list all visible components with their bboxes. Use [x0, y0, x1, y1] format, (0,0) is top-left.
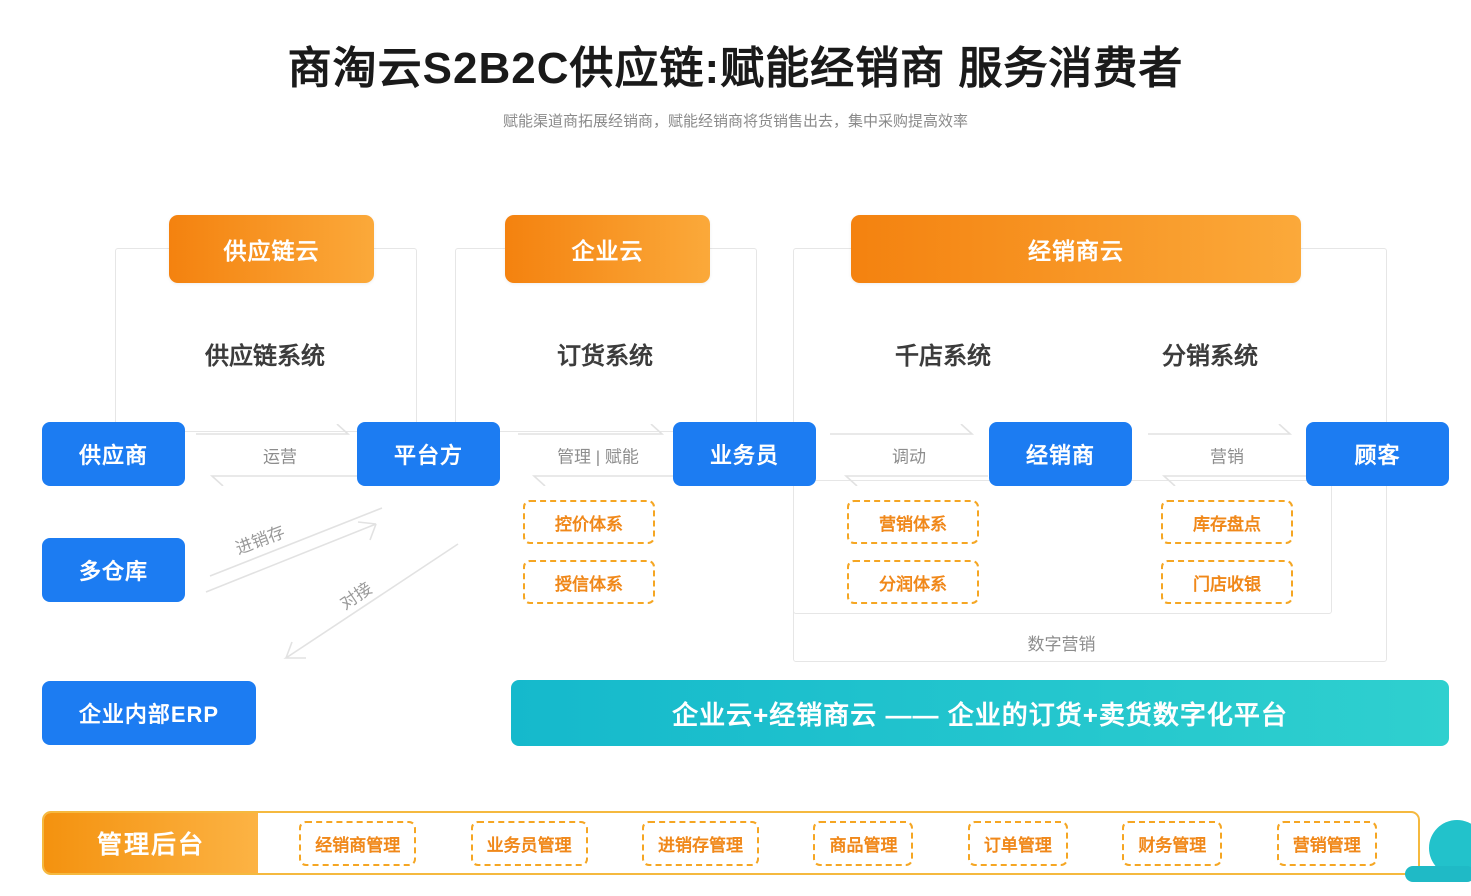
role-label: 经销商: [1025, 443, 1095, 468]
role-salesperson[interactable]: 业务员: [673, 422, 816, 486]
role-label: 业务员: [709, 443, 779, 468]
role-platform[interactable]: 平台方: [357, 422, 500, 486]
admin-tag-dealer-management[interactable]: 经销商管理: [299, 820, 417, 866]
diagonal-connector-inventory: 进销存: [198, 500, 478, 600]
cloud-label: 供应链云: [223, 238, 320, 264]
banner-text: 企业云+经销商云 —— 企业的订货+卖货数字化平台: [672, 699, 1288, 730]
role-supplier[interactable]: 供应商: [42, 422, 185, 486]
tag-label: 营销体系: [879, 514, 947, 534]
system-caption-ordering: 订货系统: [557, 343, 653, 370]
connector-operation: 运营: [196, 424, 364, 486]
system-caption-distribution: 分销系统: [1162, 343, 1258, 370]
role-label: 平台方: [393, 443, 463, 468]
capability-tag-profit-sharing[interactable]: 分润体系: [847, 560, 979, 604]
role-internal-erp[interactable]: 企业内部ERP: [42, 681, 256, 745]
role-label: 供应商: [78, 443, 148, 468]
role-label: 企业内部ERP: [78, 702, 220, 727]
diagonal-connector-docking: 对接: [262, 540, 512, 670]
admin-tag-marketing-management[interactable]: 营销管理: [1276, 820, 1377, 866]
role-dealer[interactable]: 经销商: [989, 422, 1132, 486]
tag-label: 门店收银: [1193, 574, 1261, 594]
role-multi-warehouse[interactable]: 多仓库: [42, 538, 185, 602]
cloud-header-dealer[interactable]: 经销商云: [851, 215, 1301, 283]
connector-label: 管理 | 赋能: [557, 447, 639, 467]
teal-bar-decoration: [1405, 866, 1471, 882]
tag-label: 授信体系: [555, 574, 623, 594]
connector-manage-empower: 管理 | 赋能: [518, 424, 678, 486]
connector-label: 调动: [892, 447, 926, 467]
capability-tag-stock-count[interactable]: 库存盘点: [1161, 500, 1293, 544]
digital-marketing-label: 数字营销: [1027, 635, 1096, 654]
admin-tag-product-management[interactable]: 商品管理: [813, 820, 914, 866]
system-caption-thousand-store: 千店系统: [895, 343, 991, 370]
tag-label: 库存盘点: [1193, 514, 1261, 534]
cloud-label: 经销商云: [1028, 238, 1124, 264]
role-label: 多仓库: [78, 559, 148, 584]
admin-console-items: 经销商管理 业务员管理 进销存管理 商品管理 订单管理 财务管理 营销管理: [258, 813, 1418, 873]
admin-console-label: 管理后台: [44, 813, 258, 873]
role-customer[interactable]: 顾客: [1306, 422, 1449, 486]
admin-tag-finance-management[interactable]: 财务管理: [1122, 820, 1223, 866]
cloud-header-enterprise[interactable]: 企业云: [505, 215, 710, 283]
tag-label: 控价体系: [555, 514, 623, 534]
connector-mobilize: 调动: [830, 424, 988, 486]
connector-label: 运营: [263, 447, 297, 467]
page-title: 商淘云S2B2C供应链:赋能经销商 服务消费者: [287, 44, 1184, 93]
connector-marketing: 营销: [1148, 424, 1306, 486]
capability-tag-price-control[interactable]: 控价体系: [523, 500, 655, 544]
platform-banner: 企业云+经销商云 —— 企业的订货+卖货数字化平台: [511, 680, 1449, 746]
admin-tag-salesperson-management[interactable]: 业务员管理: [470, 820, 588, 866]
capability-tag-marketing-system[interactable]: 营销体系: [847, 500, 979, 544]
capability-tag-store-cashier[interactable]: 门店收银: [1161, 560, 1293, 604]
admin-tag-inventory-management[interactable]: 进销存管理: [642, 820, 760, 866]
capability-tag-credit[interactable]: 授信体系: [523, 560, 655, 604]
cloud-header-supply-chain[interactable]: 供应链云: [169, 215, 374, 283]
admin-console-bar: 管理后台 经销商管理 业务员管理 进销存管理 商品管理 订单管理 财务管理 营销…: [42, 811, 1420, 875]
cloud-label: 企业云: [571, 238, 644, 264]
role-label: 顾客: [1354, 443, 1401, 468]
system-caption-supply-chain: 供应链系统: [205, 343, 325, 370]
admin-tag-order-management[interactable]: 订单管理: [967, 820, 1068, 866]
page-subtitle: 赋能渠道商拓展经销商，赋能经销商将货销售出去，集中采购提高效率: [502, 113, 968, 130]
tag-label: 分润体系: [879, 574, 947, 594]
connector-label: 营销: [1210, 447, 1244, 467]
